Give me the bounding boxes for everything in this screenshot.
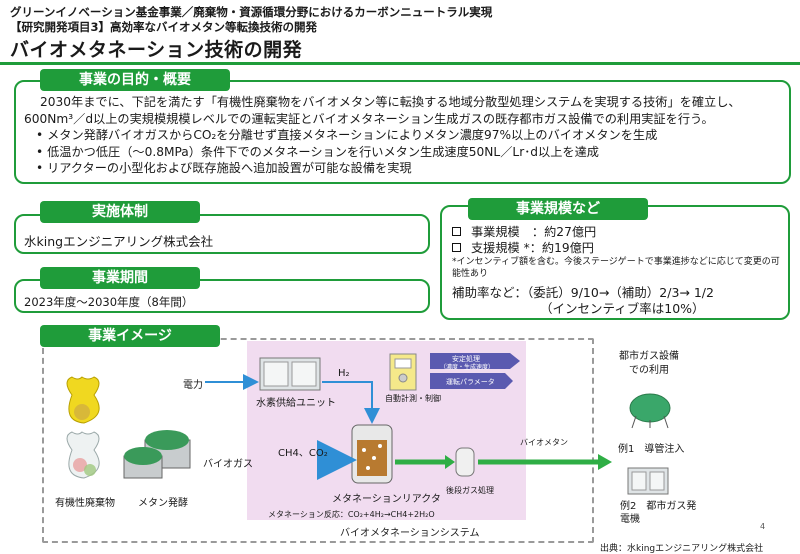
methane-fermentation-label: メタン発酵 [138, 498, 188, 509]
h2-label: H₂ [338, 368, 350, 379]
hydrogen-supply-unit-icon [259, 357, 321, 391]
scale-project-size: 事業規模 ：約27億円 [452, 222, 596, 240]
purpose-box [14, 80, 791, 184]
fermentation-tank-icon [123, 430, 191, 479]
purpose-line-2: 600Nm³／d以上の実規模規模レベルでの運転実証とバイオメタネーション生成ガス… [24, 111, 714, 126]
example-1-label: 例1 導管注入 [618, 444, 685, 455]
header-subtitle-2: 【研究開発項目3】高効率なバイオメタン等転換技術の開発 [10, 20, 317, 34]
stable-op-banner [430, 353, 520, 369]
reaction-formula: メタネーション反応：CO₂+4H₂→CH4+2H₂O [268, 510, 435, 519]
checkbox-square-icon [452, 227, 461, 236]
business-image-tag: 事業イメージ [40, 325, 220, 347]
purpose-bullet-1: • メタン発酵バイオガスからCO₂を分離せず直接メタネーションによりメタン濃度9… [36, 128, 658, 142]
checkbox-square-icon [452, 243, 461, 252]
op-params-banner [430, 373, 513, 389]
op-params-label: 運転パラメータ [446, 378, 495, 386]
post-gas-treatment-icon [455, 447, 475, 477]
organization-tag: 実施体制 [40, 201, 200, 223]
example-2-label: 例2 都市ガス発電機 [620, 501, 697, 525]
biomethane-label: バイオメタン [520, 438, 568, 447]
period-value: 2023年度～2030年度（8年間） [24, 295, 194, 309]
organic-waste-label: 有機性廃棄物 [55, 498, 115, 509]
scale-support-size: 支援規模 *：約19億円 [452, 238, 594, 256]
source-credit: 出典：水kingエンジニアリング株式会社 [600, 544, 764, 554]
post-gas-label: 後段ガス処理 [446, 486, 494, 495]
period-tag: 事業期間 [40, 267, 200, 289]
business-image-frame [42, 338, 594, 543]
waste-bag-icon [66, 376, 100, 479]
biogas-label: バイオガス [203, 459, 253, 470]
stable-op-label: 安定処理 [452, 355, 480, 363]
auto-control-label: 自動計測・制御 [385, 394, 441, 403]
purpose-line-1: 2030年までに、下記を満たす「有機性廃棄物をバイオメタン等に転換する地域分散型… [40, 95, 741, 109]
methanation-reactor-icon [351, 424, 393, 484]
scale-box [440, 205, 790, 320]
purpose-bullet-3: • リアクターの小型化および既存施設へ追加設置が可能な設備を実現 [36, 161, 412, 175]
system-label: バイオメタネーションシステム [340, 528, 480, 539]
subsidy-rate: 補助率など：（委託）9/10→（補助）2/3→ 1/2 [452, 285, 714, 300]
control-panel-icon [389, 353, 417, 391]
incentive-rate: （インセンティブ率は10%） [540, 301, 705, 316]
purpose-bullet-2: • 低温かつ低圧（～0.8MPa）条件下でのメタネーションを行いメタン生成速度5… [36, 144, 599, 159]
ch4-co2-label: CH4、CO₂ [278, 448, 328, 459]
purpose-text: 2030年までに、下記を満たす「有機性廃棄物をバイオメタン等に転換する地域分散型… [24, 94, 784, 177]
gas-holder-icon [629, 393, 671, 429]
organization-value: 水kingエンジニアリング株式会社 [24, 234, 214, 249]
page-number: 4 [760, 522, 766, 531]
power-label: 電力 [183, 380, 203, 391]
h2-arrow [322, 381, 380, 424]
purpose-tag: 事業の目的・概要 [40, 69, 230, 91]
gas-generator-icon [627, 467, 669, 495]
title-divider [0, 62, 800, 65]
stable-op-sub-label: （濃度・生成速度） [440, 364, 495, 371]
header-subtitle-1: グリーンイノベーション基金事業／廃棄物・資源循環分野におけるカーボンニュートラル… [10, 5, 493, 19]
scale-note: *インセンティブ額を含む。今後ステージゲートで事業進捗などに応じて変更の可能性あ… [452, 257, 780, 279]
city-gas-label: 都市ガス設備での利用 [619, 351, 679, 376]
scale-tag: 事業規模など [468, 198, 648, 220]
page-title: バイオメタネーション技術の開発 [10, 39, 303, 61]
reactor-label: メタネーションリアクタ [332, 494, 441, 505]
h2-unit-label: 水素供給ユニット [256, 398, 336, 409]
